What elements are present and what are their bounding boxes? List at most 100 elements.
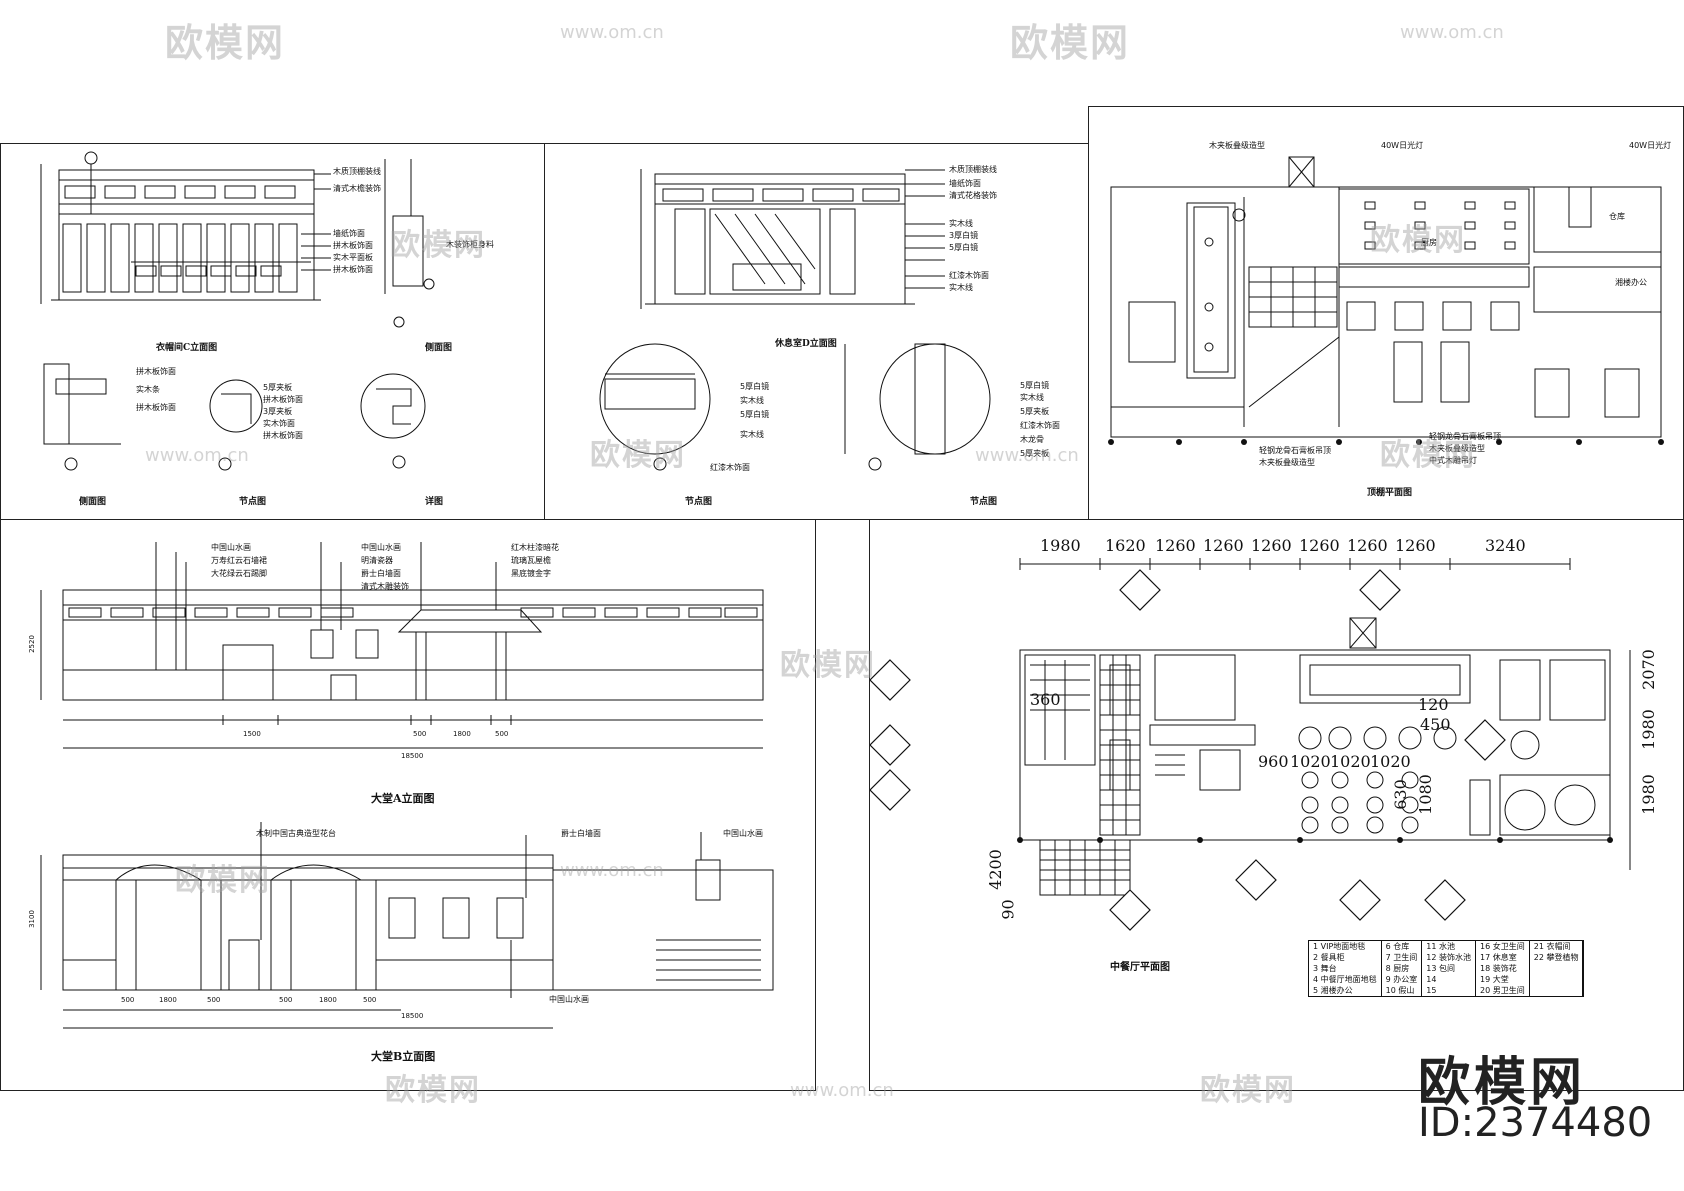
- panel-ceiling-plan: 木夹板叠级造型 40W日光灯 40W日光灯 仓库 厨房 湘楼办公 轻钢龙骨石膏板…: [1088, 106, 1684, 520]
- drawing-lounge: [599, 169, 991, 471]
- note: 实木线: [1020, 393, 1044, 402]
- dim-a: 1800: [453, 730, 471, 738]
- note: 万寿红云石墙裙: [211, 556, 267, 565]
- legend-cell: 13 包间: [1421, 963, 1477, 974]
- legend-cell: 19 大堂: [1475, 974, 1530, 985]
- note: 实木条: [136, 385, 160, 394]
- caption-side: 侧面图: [425, 343, 453, 353]
- brand-id: ID:2374480: [1418, 1100, 1653, 1146]
- note: 实木线: [949, 283, 973, 292]
- dim-right: 1980: [1638, 709, 1658, 750]
- note: 木夹板叠级造型: [1429, 444, 1485, 453]
- note: 实木线: [949, 219, 973, 228]
- drawing-ceiling: [1108, 156, 1664, 445]
- note: 木质顶棚装线: [333, 167, 381, 176]
- note: 中国山水画: [723, 829, 763, 838]
- dim-misc: 960: [1258, 752, 1289, 771]
- dim-total-b: 18500: [401, 1012, 424, 1020]
- dim-misc: 120: [1418, 695, 1449, 714]
- dim-misc: 1020: [1370, 752, 1411, 771]
- note: 实木线: [740, 430, 764, 439]
- panel-lobby-elevations: 中国山水画 万寿红云石墙裙 大花绿云石踢脚 中国山水画 明清瓷器 爵士白墙面 清…: [0, 519, 816, 1091]
- legend-cell: 16 女卫生间: [1475, 941, 1530, 952]
- note: 轻钢龙骨石膏板吊顶: [1259, 446, 1331, 455]
- dim-b: 1800: [159, 996, 177, 1004]
- caption-lounge: 休息室D立面图: [775, 339, 837, 349]
- caption-lobby-b: 大堂B立面图: [371, 1050, 436, 1063]
- legend-cell: 1 VIP地面地毯: [1309, 941, 1382, 952]
- legend-cell: [1529, 985, 1584, 996]
- dim-top: 1980: [1040, 536, 1081, 555]
- note: 红漆木饰面: [710, 463, 750, 472]
- note: 拼木板饰面: [263, 431, 303, 440]
- dim-b: 500: [279, 996, 293, 1004]
- drawing-wardrobe: [40, 151, 435, 471]
- note: 5厚白镜: [1020, 381, 1050, 390]
- watermark-logo: 欧模网: [165, 21, 286, 65]
- legend-cell: 2 餐具柜: [1309, 952, 1382, 963]
- note: 清式木雕装饰: [361, 582, 409, 591]
- dim-b: 500: [121, 996, 135, 1004]
- note: 红漆木饰面: [1020, 421, 1060, 430]
- legend-table: 1 VIP地面地毯 6 仓库 11 水池 16 女卫生间 21 衣帽间 2 餐具…: [1308, 940, 1585, 997]
- caption-restaurant: 中餐厅平面图: [1110, 962, 1170, 973]
- note: 清式花格装饰: [949, 191, 997, 200]
- dim-misc: 360: [1030, 690, 1061, 709]
- dim-misc: 1080: [1415, 774, 1435, 815]
- note: 墙纸饰面: [949, 179, 981, 188]
- note: 木质顶棚装线: [949, 165, 997, 174]
- note: 爵士白墙面: [561, 829, 601, 838]
- note: 拼木板饰面: [333, 265, 373, 274]
- dim-a: 1500: [243, 730, 261, 738]
- note: 墙纸饰面: [333, 229, 365, 238]
- watermark-logo: 欧模网: [1010, 21, 1131, 65]
- dim-top: 1260: [1299, 536, 1340, 555]
- legend-cell: [1529, 974, 1584, 985]
- note: 仓库: [1609, 212, 1625, 221]
- note: 实木线: [740, 396, 764, 405]
- dim-top: 1260: [1251, 536, 1292, 555]
- legend-cell: 15: [1421, 985, 1477, 996]
- note: 木夹板叠级造型: [1259, 458, 1315, 467]
- note: 40W日光灯: [1381, 141, 1424, 150]
- note: 清式木檐装饰: [333, 184, 381, 193]
- caption-lobby-a: 大堂A立面图: [371, 792, 435, 805]
- legend-cell: [1529, 963, 1584, 974]
- note: 实木饰面: [263, 419, 295, 428]
- note: 轻钢龙骨石膏板吊顶: [1429, 432, 1501, 441]
- dim-a: 500: [495, 730, 509, 738]
- legend-cell: 7 卫生间: [1381, 952, 1423, 963]
- caption-detail-b: 节点图: [239, 497, 267, 507]
- panel-lounge-elevation: 木质顶棚装线 墙纸饰面 清式花格装饰 实木线 3厚白镜 5厚白镜 红漆木饰面 实…: [544, 143, 1089, 520]
- legend-cell: 9 办公室: [1381, 974, 1423, 985]
- note: 中式木雕吊灯: [1429, 456, 1477, 465]
- note: 拼木板饰面: [263, 395, 303, 404]
- dim-top: 1260: [1203, 536, 1244, 555]
- legend-cell: 18 装饰花: [1475, 963, 1530, 974]
- height-a: 2520: [27, 635, 36, 653]
- brand-logo: 欧模网: [1418, 1053, 1587, 1113]
- note: 拼木板饰面: [136, 403, 176, 412]
- note: 木装饰柜身料: [446, 240, 494, 249]
- dim-right: 1980: [1638, 774, 1658, 815]
- note: 5厚白镜: [949, 243, 979, 252]
- legend-cell: 22 攀登植物: [1529, 952, 1584, 963]
- dim-misc: 450: [1420, 715, 1451, 734]
- legend-cell: 6 仓库: [1381, 941, 1423, 952]
- legend-cell: 5 湘楼办公: [1309, 985, 1382, 996]
- dim-right: 2070: [1638, 649, 1658, 690]
- note: 3厚白镜: [949, 231, 979, 240]
- dim-top: 1260: [1155, 536, 1196, 555]
- dim-top: 1620: [1105, 536, 1146, 555]
- caption-detail-a: 节点图: [685, 497, 713, 507]
- watermark-url: www.om.cn: [1400, 22, 1504, 43]
- note: 中国山水画: [549, 995, 589, 1004]
- caption-detail-b: 节点图: [970, 497, 998, 507]
- note: 木夹板叠级造型: [1209, 141, 1265, 150]
- dim-misc: 630: [1390, 779, 1410, 810]
- dim-top: 1260: [1395, 536, 1436, 555]
- drawing-lobby: [40, 542, 774, 1029]
- note: 5厚夹板: [263, 383, 293, 392]
- legend-cell: 20 男卫生间: [1475, 985, 1530, 996]
- watermark-url: www.om.cn: [560, 22, 664, 43]
